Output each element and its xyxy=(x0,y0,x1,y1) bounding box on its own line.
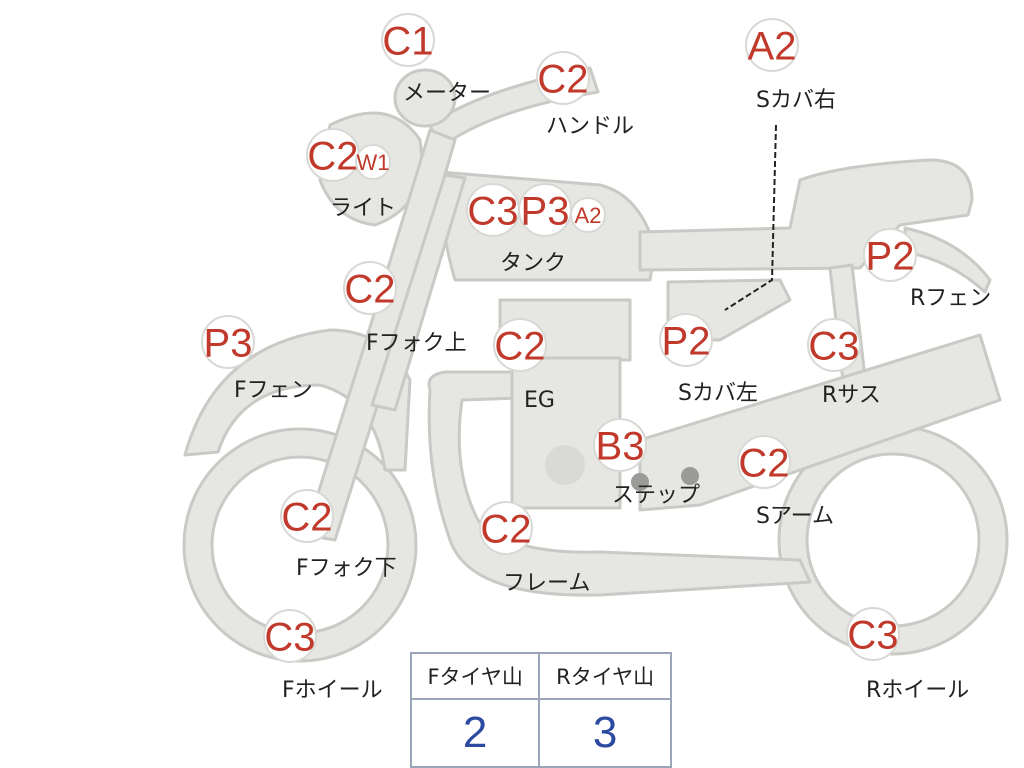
ffork-upper-grade-0: C2 xyxy=(344,267,395,311)
step-label: ステップ xyxy=(612,483,700,508)
front-tire-value: 2 xyxy=(409,698,541,768)
tank-grade-extra: A2 xyxy=(575,203,602,228)
meter-label: メーター xyxy=(403,81,491,106)
rear-fender-shape xyxy=(903,226,992,294)
engine-grade-0: C2 xyxy=(494,324,545,368)
rsus-grade-0: C3 xyxy=(808,324,859,368)
scover-left-label: Sカバ左 xyxy=(678,381,758,406)
seat-shape xyxy=(638,158,974,272)
swingarm-grade-0-badge xyxy=(737,435,791,489)
frame-label: フレーム xyxy=(503,571,590,596)
scover-left-grade-0-badge xyxy=(659,313,713,367)
front-wheel-inline xyxy=(210,455,390,635)
ffork-upper-label: Fフォク上 xyxy=(366,331,467,356)
light-sub-grade-badge xyxy=(355,144,391,180)
tank-grade-1: P3 xyxy=(521,189,570,233)
meter-grade-0: C1 xyxy=(382,19,433,63)
rfender-grade-0: P2 xyxy=(866,234,915,278)
ffender-label: Fフェン xyxy=(234,378,313,403)
frame-grade-0: C2 xyxy=(480,507,531,551)
scover-right-label: Sカバ右 xyxy=(756,88,836,113)
front-fork-rear xyxy=(370,173,467,412)
front-tire-header: Fタイヤ山 xyxy=(409,652,541,700)
handle-grade-0-badge xyxy=(536,51,590,105)
tank-grade-extra-badge xyxy=(570,197,606,233)
scover-right-leader-line xyxy=(724,124,777,311)
engine-label: EG xyxy=(524,388,555,413)
frame-grade-0-badge xyxy=(479,501,533,555)
rear-tire-value: 3 xyxy=(538,698,672,768)
swingarm-grade-0: C2 xyxy=(738,441,789,485)
handle-grade-0: C2 xyxy=(537,57,588,101)
step-grade-0: B3 xyxy=(596,424,645,468)
step-grade-0-badge xyxy=(593,418,647,472)
footpeg-right xyxy=(681,467,699,485)
fwheel-grade-0-badge xyxy=(263,609,317,663)
ffender-grade-0: P3 xyxy=(204,321,253,365)
scover-right-grade-0-badge xyxy=(745,18,799,72)
light-grade-0: C2 xyxy=(307,134,358,178)
rwheel-grade-0-badge xyxy=(846,607,900,661)
rsus-grade-0-badge xyxy=(807,318,861,372)
ffender-grade-0-badge xyxy=(201,315,255,369)
scover-left-grade-0: P2 xyxy=(662,319,711,363)
fwheel-label: Fホイール xyxy=(282,678,383,703)
swingarm-shape xyxy=(638,333,1002,512)
rear-wheel-inline xyxy=(805,452,981,628)
bike-silhouette xyxy=(182,66,1009,663)
rfender-grade-0-badge xyxy=(863,228,917,282)
rwheel-label: Rホイール xyxy=(866,678,969,703)
ffork-lower-label: Fフォク下 xyxy=(296,556,397,581)
light-label: ライト xyxy=(330,196,396,221)
engine-cover xyxy=(545,445,585,485)
ffork-lower-grade-0-badge xyxy=(280,489,334,543)
rsus-label: Rサス xyxy=(822,383,881,408)
light-sub-grade: W1 xyxy=(357,150,390,175)
rear-tire-header: Rタイヤ山 xyxy=(538,652,672,700)
ffork-upper-grade-0-badge xyxy=(343,261,397,315)
front-fork-shape xyxy=(303,128,457,542)
handle-label: ハンドル xyxy=(546,114,634,139)
engine-grade-0-badge xyxy=(493,318,547,372)
tire-tread-table: Fタイヤ山 Rタイヤ山 2 3 xyxy=(409,652,672,768)
footpeg-left xyxy=(631,473,649,491)
ffork-lower-grade-0: C2 xyxy=(281,495,332,539)
meter-grade-0-badge xyxy=(381,13,435,67)
tank-grade-0: C3 xyxy=(467,189,518,233)
swingarm-label: Sアーム xyxy=(756,504,834,529)
rwheel-grade-0: C3 xyxy=(847,613,898,657)
frame-shape xyxy=(427,370,812,597)
rfender-label: Rフェン xyxy=(910,286,991,311)
meter-shape xyxy=(393,68,457,128)
tank-label: タンク xyxy=(500,251,566,276)
scover-right-grade-0: A2 xyxy=(748,24,797,68)
fwheel-grade-0: C3 xyxy=(264,615,315,659)
